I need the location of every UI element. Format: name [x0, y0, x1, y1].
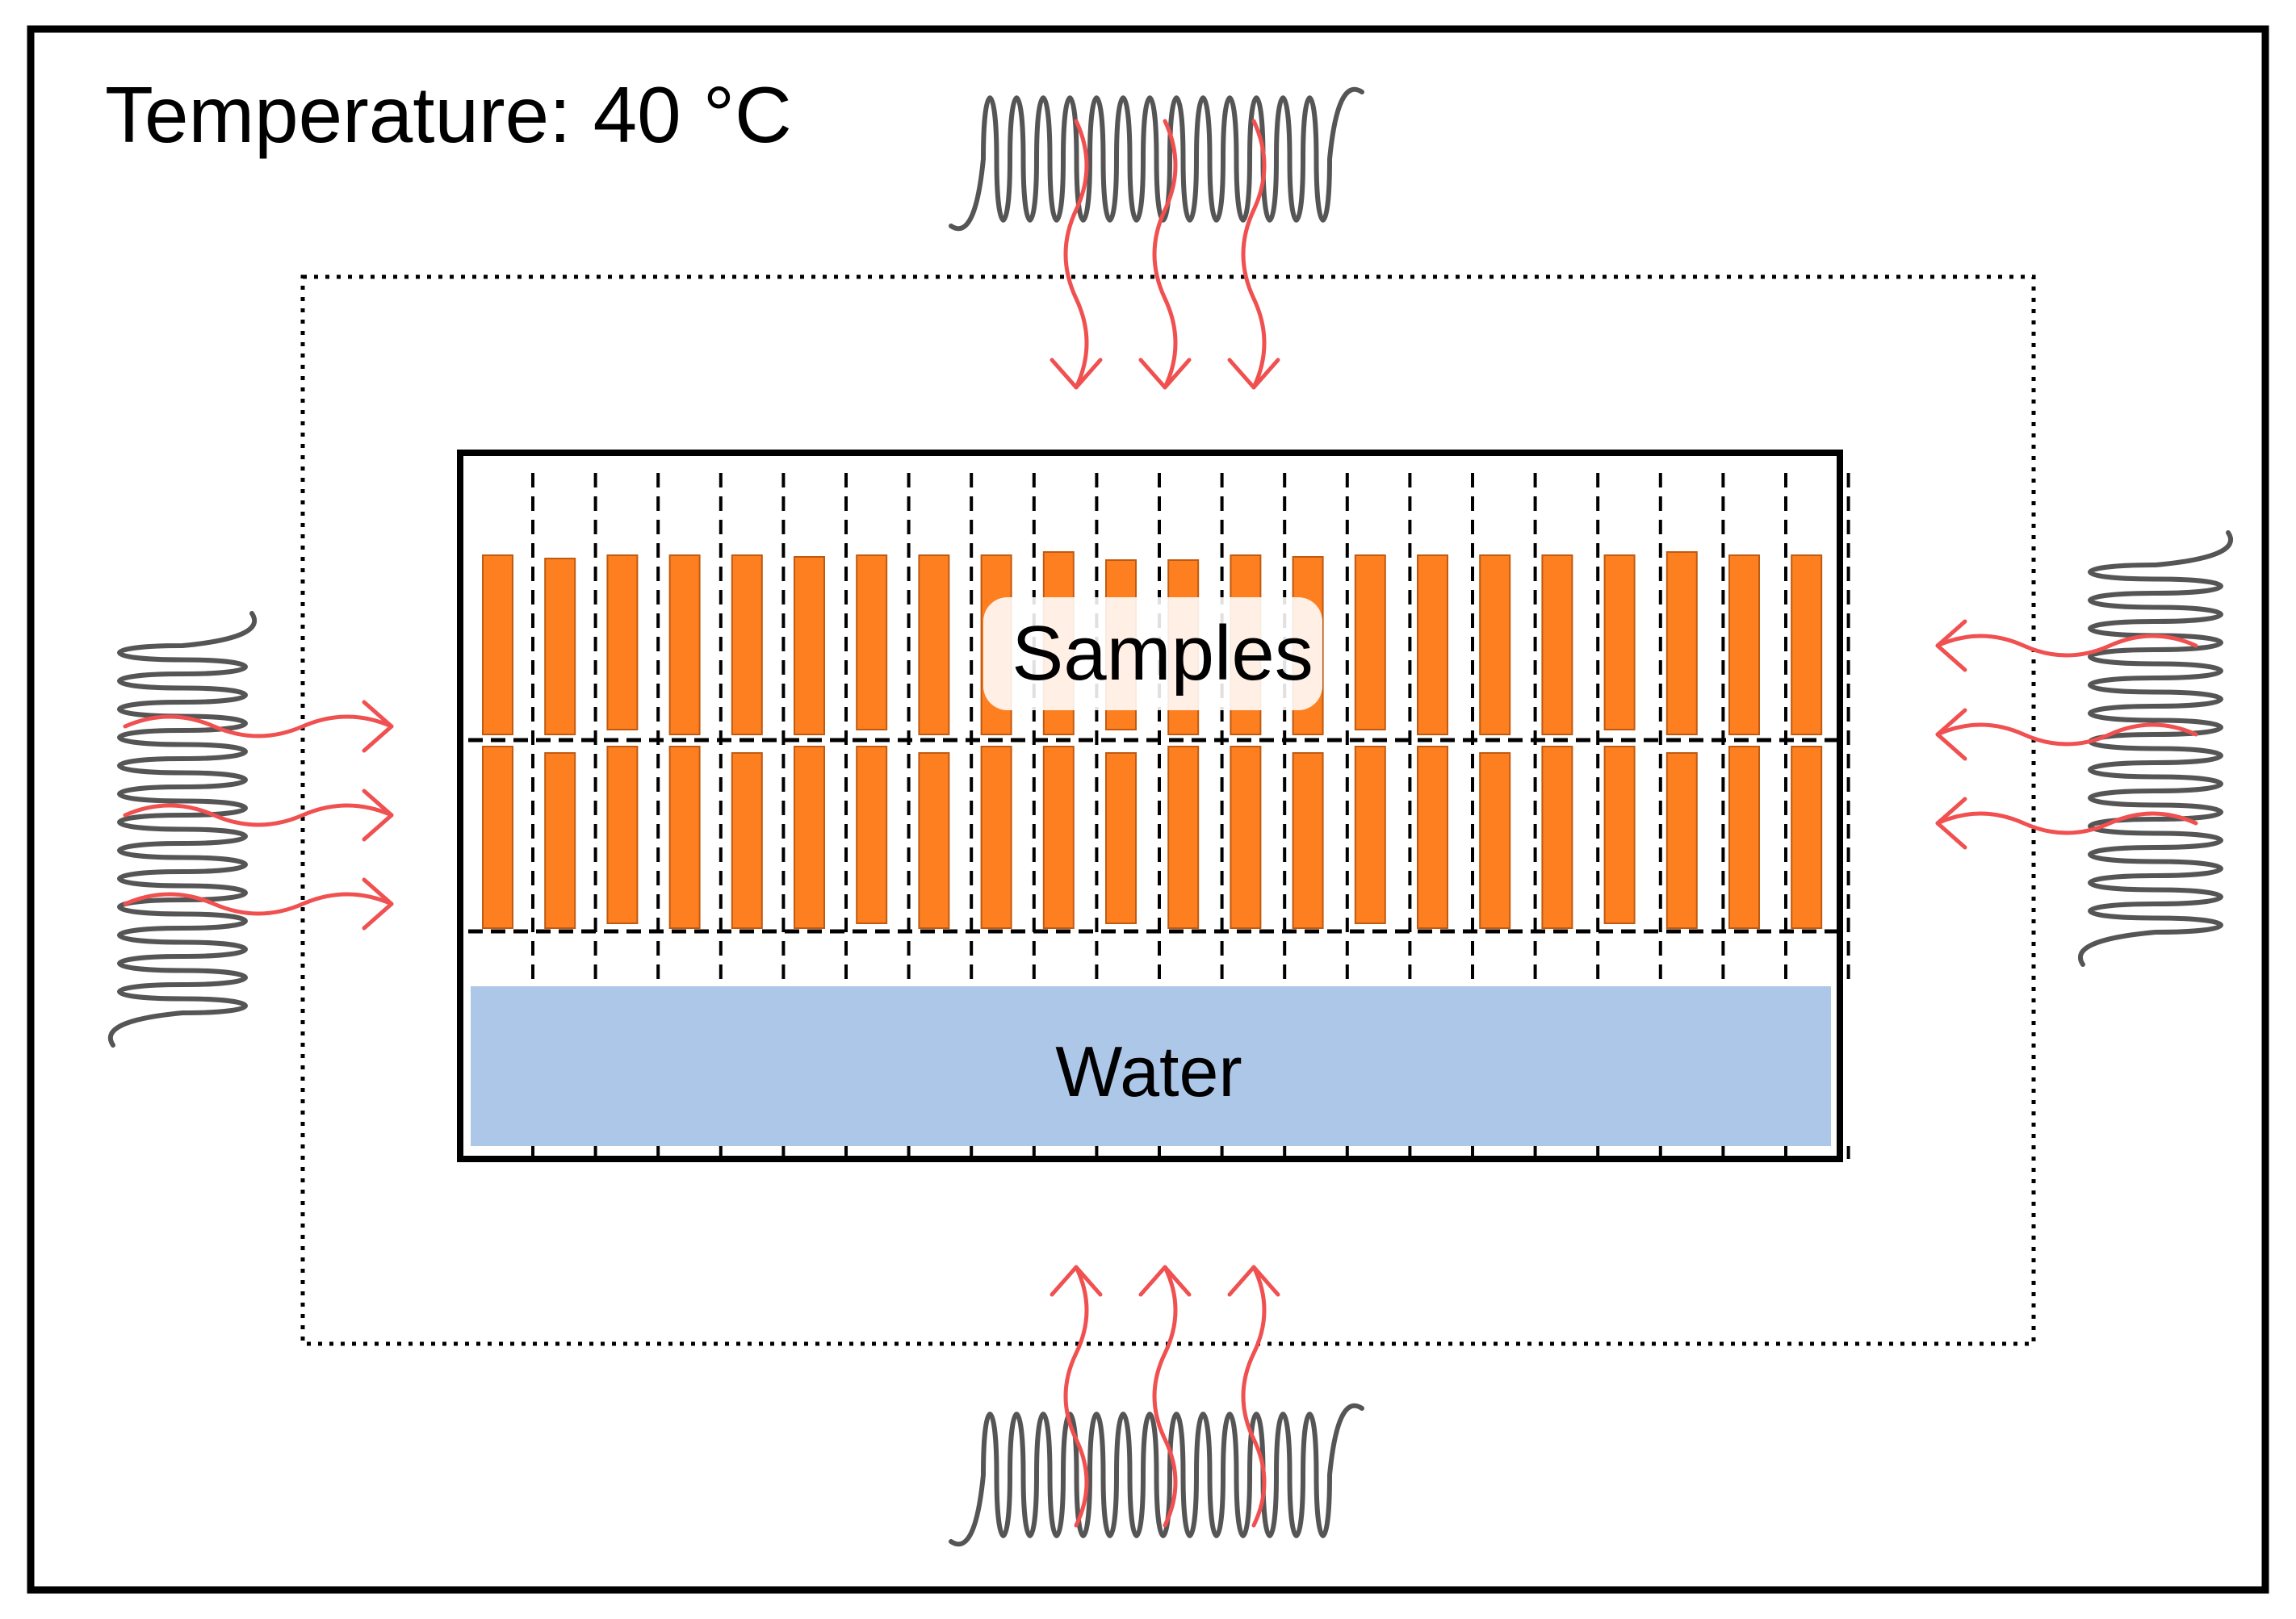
sample-bar [918, 554, 950, 735]
sample-array [482, 551, 1823, 929]
heater-top [949, 86, 1364, 232]
wavy-heat-arrow-icon [1935, 634, 2198, 658]
sample-bar [544, 752, 576, 929]
sample-bar [980, 746, 1012, 929]
arrow-head-icon [1050, 358, 1103, 390]
arrow-head-icon [362, 877, 394, 931]
sample-bar [1417, 554, 1448, 735]
sample-bar [1105, 752, 1137, 924]
heating-coil-icon [107, 611, 258, 1048]
arrow-head-icon [1138, 1265, 1192, 1297]
wavy-heat-arrow-icon [1241, 119, 1267, 390]
sample-bar [731, 554, 763, 735]
arrow-head-icon [1935, 619, 1967, 672]
sample-bar [1479, 752, 1511, 929]
sample-bar [1728, 554, 1760, 735]
temperature-label: Temperature: 40 °C [105, 70, 792, 159]
heat-arrows [123, 119, 2198, 1528]
sample-bar [1479, 554, 1511, 735]
wavy-heat-arrow-icon [1152, 1265, 1178, 1528]
sample-bar [544, 558, 576, 735]
sample-bar [1354, 746, 1386, 924]
sample-container: Samples Water [457, 450, 1850, 1162]
sample-bar [794, 746, 825, 929]
wavy-heat-arrow-icon [1241, 1265, 1267, 1528]
water-label: Water [1055, 1031, 1242, 1111]
sample-bar [1603, 554, 1636, 730]
separator-lines [468, 473, 1850, 1159]
sample-bar [918, 752, 950, 929]
heater-right [2077, 530, 2234, 967]
water-bath [471, 986, 1831, 1146]
sample-bar [1665, 551, 1698, 735]
wavy-heat-arrow-icon [1152, 119, 1178, 390]
sample-bar [1230, 746, 1262, 929]
sample-bar [794, 556, 825, 735]
wavy-heat-arrow-icon [123, 714, 394, 738]
sample-bar [668, 746, 701, 929]
wavy-heat-arrow-icon [1935, 722, 2198, 747]
container-wall [457, 450, 1843, 1162]
arrow-head-icon [1935, 708, 1967, 761]
arrow-head-icon [362, 700, 394, 753]
wavy-heat-arrow-icon [1063, 1265, 1089, 1528]
sample-bar [856, 746, 888, 924]
wavy-heat-arrow-icon [123, 892, 394, 916]
sample-bar [1167, 746, 1200, 929]
samples-label: Samples [1012, 610, 1313, 697]
oven-enclosure [27, 25, 2269, 1594]
sample-bar [731, 752, 763, 929]
sample-bar [482, 554, 513, 735]
sample-bar [1417, 746, 1448, 929]
arrow-head-icon [362, 789, 394, 842]
sample-bar [1791, 746, 1823, 929]
arrow-head-icon [1227, 1265, 1280, 1297]
wavy-heat-arrow-icon [123, 803, 394, 827]
sample-bar [606, 746, 639, 924]
sample-bar [1728, 746, 1760, 929]
sample-bar [1791, 554, 1823, 735]
arrow-head-icon [1050, 1265, 1103, 1297]
sample-bar [1541, 746, 1573, 929]
arrow-head-icon [1138, 358, 1192, 390]
arrow-head-icon [1935, 797, 1967, 850]
sample-bar [856, 554, 888, 730]
heater-bottom [949, 1403, 1364, 1547]
heater-left [107, 611, 258, 1048]
sample-bar [1603, 746, 1636, 924]
heating-coil-icon [949, 86, 1364, 232]
sample-bar [668, 554, 701, 735]
heating-coil-icon [949, 1403, 1364, 1547]
wavy-heat-arrow-icon [1935, 811, 2198, 835]
sample-bar [1042, 746, 1075, 929]
sample-bar [1665, 752, 1698, 929]
arrow-head-icon [1227, 358, 1280, 390]
sample-bar [1354, 554, 1386, 730]
sample-bar [606, 554, 639, 730]
sample-bar [1541, 554, 1573, 735]
samples-label-backdrop [983, 597, 1322, 710]
wavy-heat-arrow-icon [1063, 119, 1089, 390]
sample-bar [482, 746, 513, 929]
heating-coil-icon [2077, 530, 2234, 967]
sample-bar [1292, 752, 1324, 929]
